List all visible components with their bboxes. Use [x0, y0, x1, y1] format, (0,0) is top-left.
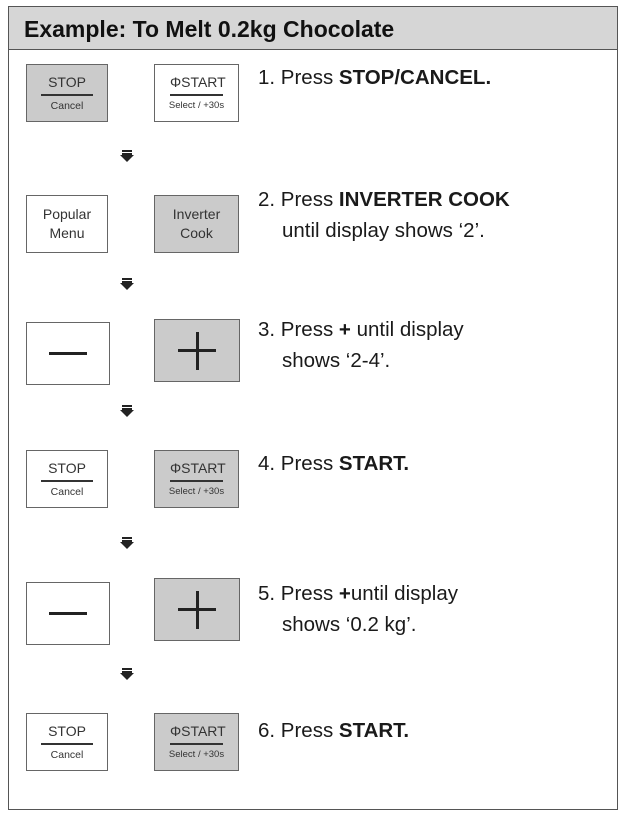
- stop-cancel-button[interactable]: STOP Cancel: [26, 713, 108, 771]
- minus-button[interactable]: [26, 582, 110, 645]
- step-6-bold: START.: [338, 719, 410, 742]
- step-2-text: 2. Press INVERTER COOK until display sho…: [258, 184, 510, 246]
- step-2-bold: INVERTER COOK: [338, 188, 510, 211]
- step-1-text: 1. Press STOP/CANCEL.: [258, 62, 491, 93]
- select-label: Select / +30s: [168, 749, 225, 761]
- double-down-arrow-icon: [120, 278, 134, 290]
- start-button[interactable]: ΦSTART Select / +30s: [154, 713, 239, 771]
- inverter-cook-button[interactable]: Inverter Cook: [154, 195, 239, 253]
- step-3-text: 3. Press + until display shows ‘2-4’.: [258, 314, 464, 376]
- popular-label: Popular: [42, 206, 92, 222]
- plus-icon: [178, 590, 216, 629]
- plus-icon: [178, 331, 216, 370]
- double-down-arrow-icon: [120, 150, 134, 162]
- plus-button[interactable]: [154, 319, 240, 382]
- step-6-prefix: 6. Press: [258, 719, 339, 742]
- step-4-bold: START.: [338, 452, 410, 475]
- step-3-line2: shows ‘2-4’.: [282, 349, 391, 372]
- cancel-label: Cancel: [50, 485, 84, 498]
- cancel-label: Cancel: [50, 748, 84, 761]
- minus-icon: [49, 612, 87, 615]
- step-1-bold: STOP/CANCEL.: [338, 66, 492, 89]
- panel-header: Example: To Melt 0.2kg Chocolate: [9, 7, 617, 50]
- step-3-bold: +: [338, 318, 351, 341]
- step-5-bold: +: [338, 582, 351, 605]
- popular-menu-button[interactable]: Popular Menu: [26, 195, 108, 253]
- instruction-panel: Example: To Melt 0.2kg Chocolate: [8, 6, 618, 810]
- start-label: ΦSTART: [169, 461, 226, 483]
- step-5-suffix: until display: [350, 582, 458, 605]
- double-down-arrow-icon: [120, 537, 134, 549]
- panel-title: Example: To Melt 0.2kg Chocolate: [24, 16, 395, 42]
- step-4-text: 4. Press START.: [258, 448, 409, 479]
- start-button[interactable]: ΦSTART Select / +30s: [154, 64, 239, 122]
- minus-button[interactable]: [26, 322, 110, 385]
- step-3-suffix: until display: [350, 318, 464, 341]
- step-5-line2: shows ‘0.2 kg’.: [282, 613, 417, 636]
- start-label: ΦSTART: [169, 724, 226, 746]
- step-2-line2: until display shows ‘2’.: [282, 219, 485, 242]
- plus-button[interactable]: [154, 578, 240, 641]
- double-down-arrow-icon: [120, 405, 134, 417]
- start-button[interactable]: ΦSTART Select / +30s: [154, 450, 239, 508]
- menu-label: Menu: [49, 225, 85, 241]
- stop-label: STOP: [41, 75, 93, 96]
- cancel-label: Cancel: [50, 99, 84, 112]
- step-4-prefix: 4. Press: [258, 452, 339, 475]
- stop-label: STOP: [41, 461, 93, 482]
- stop-label: STOP: [41, 724, 93, 745]
- start-label: ΦSTART: [169, 75, 226, 97]
- step-1-prefix: 1. Press: [258, 66, 339, 89]
- stop-cancel-button[interactable]: STOP Cancel: [26, 450, 108, 508]
- step-6-text: 6. Press START.: [258, 715, 409, 746]
- inverter-label: Inverter: [172, 206, 221, 222]
- step-2-prefix: 2. Press: [258, 188, 339, 211]
- step-5-text: 5. Press +until display shows ‘0.2 kg’.: [258, 578, 458, 640]
- step-3-prefix: 3. Press: [258, 318, 339, 341]
- cook-label: Cook: [180, 225, 213, 241]
- double-down-arrow-icon: [120, 668, 134, 680]
- step-5-prefix: 5. Press: [258, 582, 339, 605]
- select-label: Select / +30s: [168, 486, 225, 498]
- stop-cancel-button[interactable]: STOP Cancel: [26, 64, 108, 122]
- minus-icon: [49, 352, 87, 355]
- select-label: Select / +30s: [168, 100, 225, 112]
